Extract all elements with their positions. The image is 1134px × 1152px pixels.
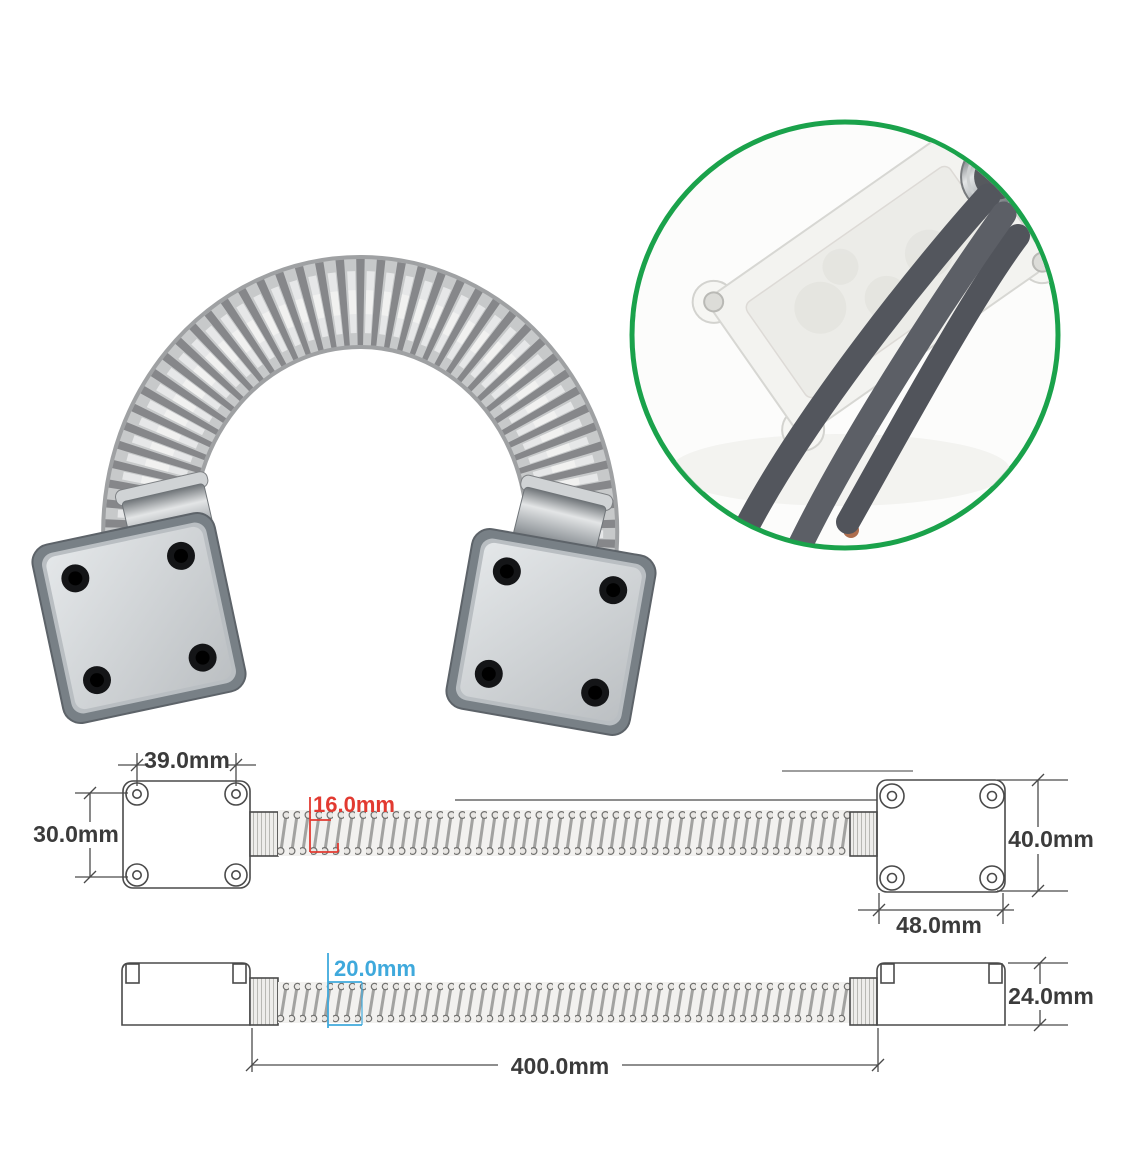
- corner-screws: [61, 541, 217, 695]
- label-conduit-diameter-top: 16.0mm: [313, 792, 395, 817]
- dimension-drawing-front: 39.0mm 30.0mm 40.0mm 48.0mm: [33, 746, 1094, 938]
- label-right-box-width: 48.0mm: [896, 912, 982, 938]
- corner-screws: [474, 557, 628, 707]
- right-end-box: [445, 528, 657, 736]
- product-photo: [31, 255, 657, 736]
- dim-left-box-height: [75, 786, 128, 884]
- label-left-box-height: 30.0mm: [33, 821, 119, 847]
- right-box-screws: [879, 783, 1005, 891]
- dimension-drawing-side: 20.0mm 24.0mm 400.0mm: [121, 953, 1094, 1079]
- left-box-outline: [122, 780, 251, 889]
- right-collar-drawn: [849, 811, 878, 857]
- left-cap-outline: [121, 962, 251, 1026]
- conduit-drawn-side: [278, 982, 850, 1023]
- inset-detail: [629, 119, 1061, 551]
- dim-cap-height: [1008, 956, 1068, 1032]
- label-overall-length: 400.0mm: [511, 1053, 609, 1079]
- left-collar-drawn: [249, 811, 279, 857]
- conduit-drawn-front: [278, 810, 850, 856]
- label-conduit-diameter-side: 20.0mm: [334, 956, 416, 981]
- label-end-cap-height: 24.0mm: [1008, 983, 1094, 1009]
- right-box-outline: [876, 779, 1006, 893]
- left-end-box: [31, 512, 247, 724]
- dim-right-box-width: [858, 893, 1014, 924]
- label-left-box-width: 39.0mm: [144, 747, 230, 773]
- dim-conduit-red: [309, 797, 339, 853]
- conduit-arch: [101, 255, 620, 572]
- dim-conduit-blue: [327, 953, 363, 1028]
- right-cap-outline: [876, 962, 1006, 1026]
- label-right-box-height: 40.0mm: [1008, 826, 1094, 852]
- left-box-screws: [125, 782, 248, 887]
- cables: [729, 183, 1030, 546]
